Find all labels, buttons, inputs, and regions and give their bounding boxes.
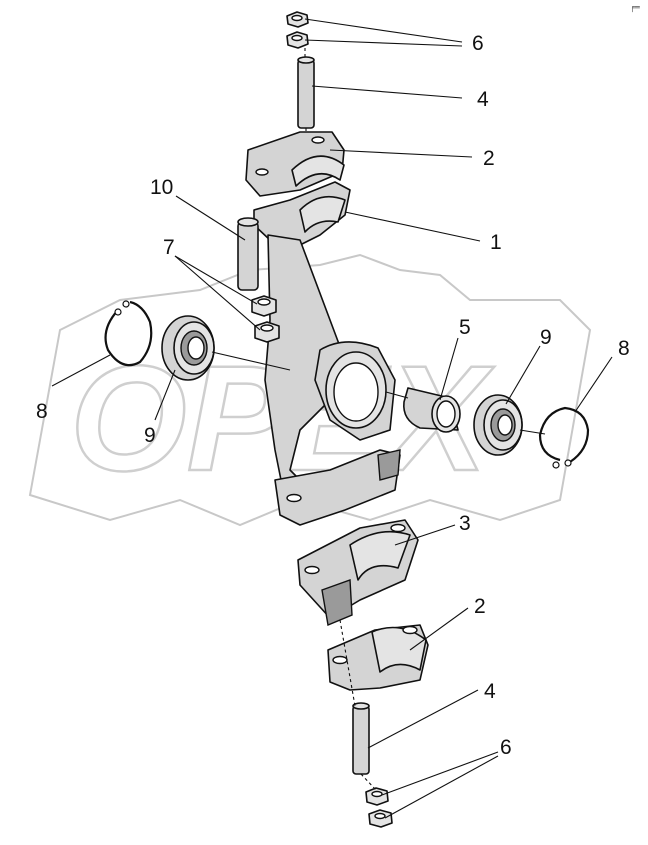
assembly-axes	[211, 48, 546, 791]
main-body	[253, 181, 401, 526]
watermark-frame	[28, 253, 592, 527]
callout-8-right: 8	[618, 337, 630, 360]
leader-lines	[51, 18, 613, 819]
pin-top	[297, 56, 315, 129]
callout-6-top: 6	[472, 32, 484, 55]
callout-1: 1	[490, 231, 502, 254]
bushing	[403, 387, 461, 433]
nut-bottom-lower	[368, 809, 393, 828]
nut-top-lower	[286, 31, 309, 49]
nut-7-lower	[254, 321, 280, 343]
pin-10	[237, 217, 259, 291]
nut-top-upper	[286, 11, 309, 28]
callout-8-left: 8	[36, 400, 48, 423]
callout-5: 5	[459, 316, 471, 339]
clamp-cap-bottom	[327, 624, 429, 691]
callout-3: 3	[459, 512, 471, 535]
callout-9-right: 9	[540, 326, 552, 349]
callout-4-top: 4	[477, 88, 489, 111]
callout-9-left: 9	[144, 424, 156, 447]
callout-labels: 6 4 2 10 1 7 5 9 8 8 9 3 2 4 6	[36, 32, 630, 759]
callout-2-bottom: 2	[474, 595, 486, 618]
nut-bottom-upper	[365, 787, 389, 806]
corner-mark: ╒═	[630, 3, 640, 12]
callout-2-top: 2	[483, 147, 495, 170]
pin-bottom	[352, 702, 370, 775]
bearing-left	[161, 315, 215, 381]
circlip-right	[538, 406, 590, 469]
clamp-lower-3	[297, 519, 419, 626]
callout-6-bottom: 6	[500, 736, 512, 759]
callout-7: 7	[163, 236, 175, 259]
circlip-left	[104, 300, 153, 367]
clamp-cap-top	[245, 131, 345, 197]
nut-7-upper	[251, 295, 277, 317]
callout-10: 10	[150, 176, 173, 199]
callout-4-bottom: 4	[484, 680, 496, 703]
bearing-right	[473, 394, 523, 456]
